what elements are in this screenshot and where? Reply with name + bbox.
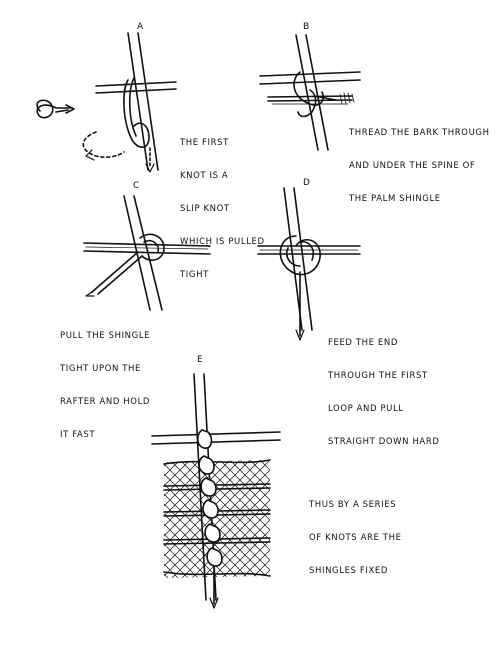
panel-b-drawing — [259, 34, 361, 151]
panel-c-drawing — [83, 195, 211, 311]
panel-a-caption: THE FIRST KNOT IS A SLIP KNOT WHICH IS P… — [180, 116, 265, 292]
caption-line: THE FIRST — [180, 138, 229, 148]
caption-line: OF KNOTS ARE THE — [309, 533, 402, 543]
caption-line: THROUGH THE FIRST — [328, 371, 428, 381]
panel-a-letter: A — [137, 22, 144, 32]
panel-a-drawing — [36, 32, 177, 173]
panel-c-letter: C — [133, 181, 140, 191]
caption-line: SLIP KNOT — [180, 204, 230, 214]
caption-line: RAFTER AND HOLD — [60, 397, 151, 407]
caption-line: TIGHT UPON THE — [60, 364, 142, 374]
caption-line: IT FAST — [60, 430, 96, 440]
panel-e-letter: E — [197, 355, 203, 365]
panel-b-letter: B — [303, 22, 310, 32]
caption-line: THUS BY A SERIES — [309, 500, 397, 510]
panel-c-caption: PULL THE SHINGLE TIGHT UPON THE RAFTER A… — [60, 309, 150, 452]
caption-line: WHICH IS PULLED — [180, 237, 265, 247]
caption-line: PULL THE SHINGLE — [60, 331, 151, 341]
caption-line: TIGHT — [180, 270, 209, 280]
caption-line: STRAIGHT DOWN HARD — [328, 437, 440, 447]
caption-line: AND UNDER THE SPINE OF — [349, 161, 476, 171]
panel-d-caption: FEED THE END THROUGH THE FIRST LOOP AND … — [328, 316, 440, 459]
panel-e-drawing — [151, 373, 281, 609]
caption-line: LOOP AND PULL — [328, 404, 404, 414]
caption-line: THREAD THE BARK THROUGH — [349, 128, 490, 138]
caption-line: KNOT IS A — [180, 171, 229, 181]
panel-e-caption: THUS BY A SERIES OF KNOTS ARE THE SHINGL… — [309, 478, 402, 588]
caption-line: FEED THE END — [328, 338, 399, 348]
panel-d-letter: D — [303, 178, 310, 188]
caption-line: SHINGLES FIXED — [309, 566, 388, 576]
panel-d-drawing — [257, 187, 361, 341]
caption-line: THE PALM SHINGLE — [349, 194, 441, 204]
panel-b-caption: THREAD THE BARK THROUGH AND UNDER THE SP… — [349, 106, 490, 216]
